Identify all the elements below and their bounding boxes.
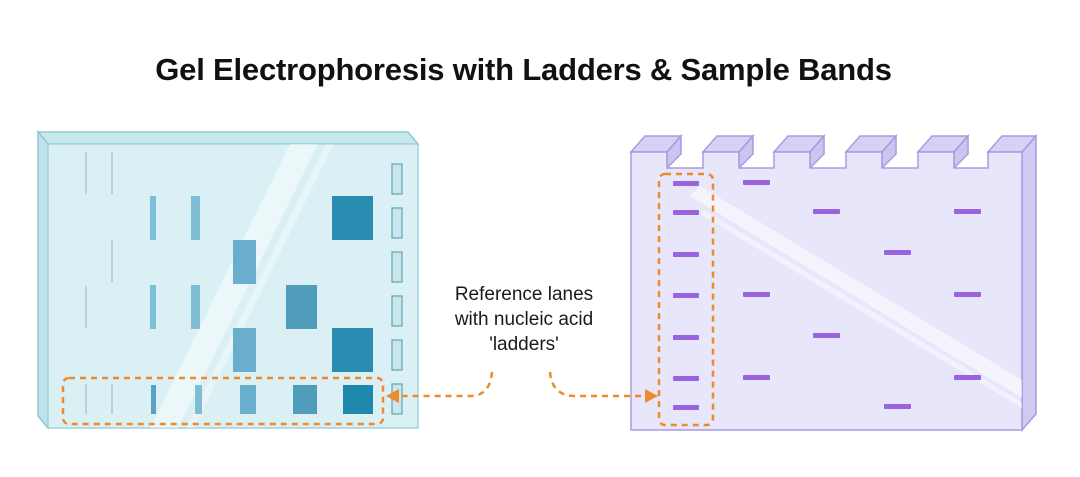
right-band (884, 250, 911, 255)
right-band (743, 180, 770, 185)
left-band (150, 196, 156, 240)
left-gel-side-edge (37, 129, 49, 431)
right-gel-comb (629, 135, 1038, 153)
right-gel-face (630, 151, 1023, 431)
right-ladder-band (673, 293, 699, 298)
callout-line-1: Reference lanes (454, 284, 594, 305)
arrow-to-left-gel (398, 371, 494, 398)
left-gel-top-edge (36, 131, 420, 145)
callout-line-2: with nucleic acid (454, 309, 594, 330)
right-band (813, 333, 840, 338)
left-well-4 (391, 295, 403, 327)
left-band (233, 328, 256, 372)
left-well-3 (391, 251, 403, 283)
left-sample-bands (150, 196, 373, 414)
arrowhead-left (386, 389, 399, 403)
right-ladder-band (673, 376, 699, 381)
left-band (191, 285, 200, 329)
left-gel-glare (150, 144, 318, 428)
left-band (286, 285, 317, 329)
right-sample-bands (743, 180, 981, 409)
right-band (743, 292, 770, 297)
right-gel (629, 134, 1038, 432)
left-well-2 (391, 207, 403, 239)
arrow-to-right-gel (548, 371, 645, 398)
diagram-title: Gel Electrophoresis with Ladders & Sampl… (155, 52, 892, 87)
right-band (954, 375, 981, 380)
callout-label: Reference lanes with nucleic acid 'ladde… (420, 282, 628, 357)
left-gel-face (47, 143, 419, 429)
right-band (813, 209, 840, 214)
right-band (954, 292, 981, 297)
right-ladder-highlight (657, 172, 715, 427)
left-faint-bands (85, 152, 113, 414)
right-ladder-band (673, 181, 699, 186)
right-ladder-band (673, 335, 699, 340)
left-well-5 (391, 339, 403, 371)
left-ladder-band (240, 385, 256, 414)
right-gel-side-edge (1021, 134, 1037, 432)
left-band (233, 240, 256, 284)
left-well-1 (391, 163, 403, 195)
left-gel-glare-2 (186, 144, 334, 428)
left-ladder-band (343, 385, 373, 414)
right-ladder-band (673, 252, 699, 257)
left-band (332, 328, 373, 372)
right-gel-glare (690, 186, 1022, 398)
left-band (332, 196, 373, 240)
left-band (191, 196, 200, 240)
left-ladder-highlight (61, 376, 385, 426)
left-band (150, 285, 156, 329)
right-ladder-bands (673, 181, 699, 410)
right-ladder-band (673, 210, 699, 215)
callout-line-3: 'ladders' (489, 334, 559, 355)
right-gel-glare-2 (700, 210, 1022, 408)
left-ladder-band (293, 385, 317, 414)
right-band (743, 375, 770, 380)
left-ladder-band (151, 385, 156, 414)
callout-arrows (386, 371, 658, 403)
arrowhead-right (645, 389, 658, 403)
left-gel-wells (391, 163, 403, 415)
left-ladder-band (195, 385, 202, 414)
right-ladder-band (673, 405, 699, 410)
left-gel (36, 129, 420, 431)
right-band (954, 209, 981, 214)
right-band (884, 404, 911, 409)
